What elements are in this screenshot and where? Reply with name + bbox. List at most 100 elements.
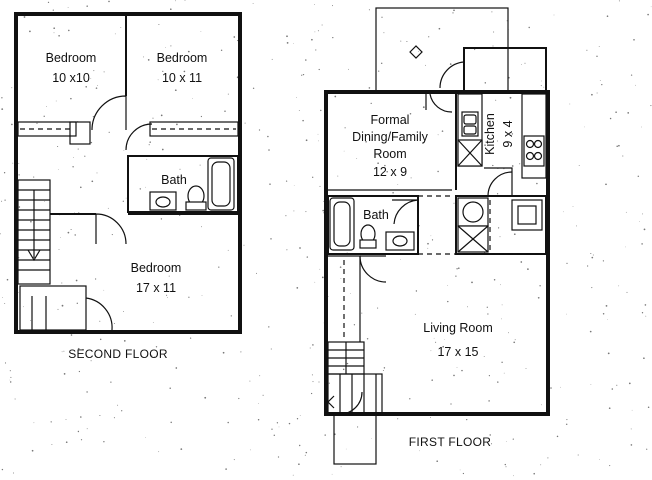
speck: [312, 176, 314, 178]
speck: [525, 367, 527, 369]
speck: [541, 404, 542, 406]
speck: [90, 78, 92, 79]
speck: [305, 139, 308, 142]
speck: [383, 32, 385, 34]
speck: [386, 171, 388, 173]
speck: [591, 256, 594, 259]
speck: [167, 297, 168, 298]
speck: [513, 341, 516, 344]
speck: [368, 87, 371, 89]
speck: [602, 260, 605, 262]
speck: [179, 168, 181, 170]
speck: [616, 384, 618, 386]
speck: [553, 14, 555, 16]
speck: [440, 445, 442, 447]
room-size-bedroom-3: 17 x 11: [136, 281, 176, 295]
speck: [148, 144, 150, 146]
speck: [584, 126, 585, 128]
room-size-bedroom-1: 10 x10: [52, 71, 90, 85]
speck: [75, 279, 78, 282]
speck: [562, 211, 564, 213]
speck: [47, 1, 50, 4]
speck: [175, 0, 176, 2]
speck: [311, 374, 313, 376]
speck: [537, 296, 540, 299]
speck: [345, 448, 347, 450]
speck: [269, 183, 271, 185]
speck: [33, 176, 35, 178]
speck: [58, 35, 60, 37]
speck: [474, 49, 476, 51]
speck: [641, 243, 643, 245]
speck: [60, 237, 61, 238]
speck: [107, 207, 109, 209]
speck: [647, 406, 650, 408]
speck: [4, 362, 7, 364]
speck: [566, 262, 568, 265]
room-name-first-bath: Bath: [363, 208, 389, 222]
speck: [149, 141, 151, 143]
speck: [490, 443, 493, 445]
speck: [72, 166, 74, 168]
speck: [428, 36, 430, 38]
speck: [152, 117, 154, 119]
speck: [67, 7, 69, 8]
speck: [52, 9, 54, 11]
speck: [170, 8, 172, 10]
door-back: [425, 93, 453, 113]
room-name-second-bath: Bath: [161, 173, 187, 187]
speck: [183, 70, 186, 73]
speck: [6, 278, 9, 281]
speck: [365, 141, 367, 143]
speck: [541, 80, 542, 82]
speck: [578, 164, 580, 166]
speck: [123, 310, 124, 312]
closet-bedroom-1: [17, 121, 77, 137]
speck: [4, 199, 6, 201]
speck: [160, 114, 163, 117]
speck: [49, 52, 51, 54]
speck: [319, 185, 321, 187]
speck: [322, 209, 325, 212]
speck: [383, 367, 386, 369]
speck: [184, 0, 186, 1]
speck: [80, 56, 82, 57]
speck: [644, 304, 647, 306]
speck: [618, 144, 620, 147]
speck: [590, 252, 592, 255]
speck: [301, 74, 303, 76]
speck: [492, 45, 494, 47]
speck: [123, 150, 125, 151]
speck: [299, 247, 301, 249]
speck: [409, 113, 412, 115]
speck: [556, 435, 559, 438]
speck: [57, 145, 59, 148]
speck: [55, 100, 57, 102]
speck: [258, 403, 259, 405]
speck: [1, 200, 3, 202]
first-floor-plan: Formal Dining/Family Room 12 x 9 Kitchen…: [324, 7, 550, 465]
speck: [157, 79, 159, 81]
speck: [317, 30, 319, 32]
speck: [431, 379, 433, 381]
speck: [430, 350, 432, 352]
speck: [337, 175, 339, 177]
range-stove: [523, 135, 545, 167]
speck: [82, 348, 84, 351]
speck: [528, 26, 530, 29]
speck: [315, 49, 317, 51]
speck: [605, 183, 607, 186]
speck: [90, 360, 92, 362]
speck: [565, 423, 568, 426]
caption-first-floor: FIRST FLOOR: [409, 435, 491, 449]
speck: [409, 398, 411, 400]
closet-bedroom-3: [19, 285, 87, 331]
speck: [14, 398, 16, 400]
speck: [328, 382, 330, 384]
speck: [599, 459, 600, 461]
speck: [560, 386, 561, 388]
speck: [174, 89, 177, 92]
speck: [378, 70, 380, 72]
speck: [299, 415, 301, 416]
door-first-bath: [392, 199, 419, 225]
